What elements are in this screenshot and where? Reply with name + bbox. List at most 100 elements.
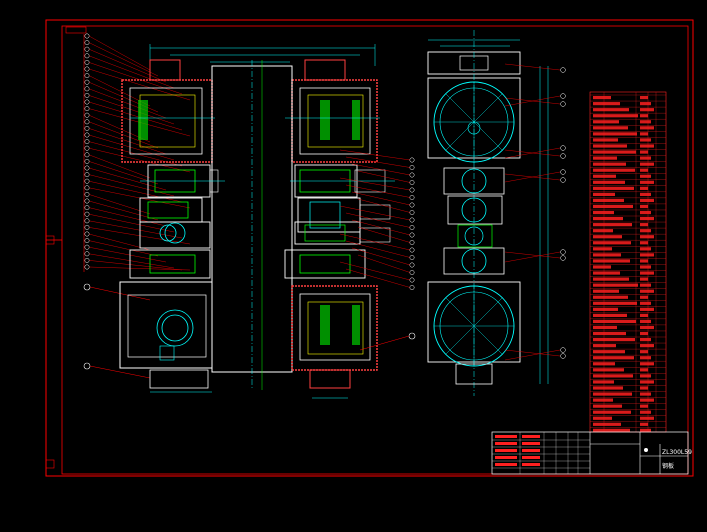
- parts-row-text: [640, 331, 648, 336]
- leader-line: [357, 226, 411, 243]
- leader-line: [345, 212, 411, 228]
- parts-row-text: [640, 313, 648, 317]
- leader-line: [339, 233, 411, 251]
- parts-row-text: [593, 325, 617, 330]
- leader-line: [88, 167, 167, 191]
- balloon: [84, 73, 90, 79]
- balloon: [84, 211, 90, 217]
- balloon: [84, 53, 90, 59]
- leader-line: [88, 121, 159, 149]
- parts-row-text: [593, 210, 614, 215]
- parts-row-text: [593, 392, 632, 396]
- parts-row-text: [593, 404, 622, 408]
- leader-line: [88, 214, 175, 233]
- leader-line: [88, 187, 191, 209]
- parts-row-text: [640, 344, 654, 348]
- leader-line: [88, 134, 175, 161]
- title-row-text: [522, 442, 540, 445]
- parts-row-text: [593, 338, 635, 342]
- balloon: [560, 255, 566, 261]
- leader-line: [89, 365, 151, 379]
- balloon: [409, 255, 415, 260]
- balloon: [409, 202, 415, 208]
- leader-line: [88, 148, 191, 173]
- parts-row-text: [593, 356, 634, 360]
- balloon: [84, 251, 90, 257]
- outer-frame: [45, 19, 694, 477]
- parts-row-text: [593, 108, 629, 112]
- parts-row-text: [593, 259, 630, 263]
- parts-row-text: [640, 265, 651, 269]
- parts-row-text: [640, 102, 651, 106]
- drawing-number: ZL300L59: [662, 449, 692, 456]
- balloon: [84, 145, 90, 151]
- parts-row-text: [593, 229, 613, 233]
- parts-row-text: [640, 380, 654, 384]
- parts-row-text: [593, 120, 619, 124]
- parts-row-text: [593, 350, 625, 354]
- title-row-text: [522, 463, 540, 466]
- balloon: [560, 347, 566, 353]
- leader-line: [88, 154, 151, 179]
- parts-row-text: [593, 283, 638, 287]
- leader-line: [88, 200, 159, 221]
- parts-row-text: [593, 344, 616, 348]
- parts-row-text: [640, 289, 654, 293]
- title-row-text: [495, 449, 517, 452]
- leader-line: [351, 247, 411, 266]
- leader-line: [504, 173, 561, 181]
- balloon: [409, 247, 415, 253]
- leader-line: [339, 177, 411, 191]
- parts-row-text: [640, 126, 654, 130]
- frame-marker-left: [45, 235, 55, 245]
- parts-row-text: [640, 210, 651, 215]
- balloon: [409, 210, 415, 215]
- parts-row-text: [640, 338, 651, 342]
- leader-line: [88, 174, 175, 197]
- parts-row-text: [640, 96, 648, 100]
- leader-line: [88, 220, 183, 239]
- balloon: [409, 187, 415, 193]
- parts-row-text: [640, 350, 648, 354]
- balloon: [84, 191, 90, 197]
- parts-row-text: [640, 271, 654, 275]
- parts-row-text: [640, 144, 654, 148]
- balloon-column-middle: [339, 149, 416, 351]
- leader-line: [504, 349, 561, 361]
- balloon: [560, 177, 566, 183]
- parts-row-text: [593, 368, 624, 372]
- parts-row-text: [593, 410, 631, 414]
- parts-row-text: [640, 180, 654, 184]
- balloon: [560, 153, 566, 159]
- parts-row-text: [593, 398, 613, 402]
- parts-row-text: [593, 289, 619, 293]
- balloon: [560, 93, 566, 99]
- leader-line: [88, 194, 151, 215]
- leader-line: [88, 253, 175, 269]
- parts-row-text: [593, 247, 612, 251]
- parts-row-text: [640, 283, 651, 287]
- balloon: [84, 112, 90, 118]
- balloon: [409, 270, 415, 275]
- leader-line: [88, 55, 175, 89]
- leader-line: [88, 266, 191, 271]
- leader-line: [88, 161, 159, 185]
- leader-line: [88, 88, 167, 119]
- leader-line: [351, 163, 411, 176]
- leader-line: [351, 219, 411, 236]
- leader-line: [88, 128, 167, 155]
- balloon: [560, 101, 566, 107]
- parts-row-text: [593, 295, 628, 299]
- parts-row-text: [640, 325, 654, 330]
- parts-row-text: [593, 331, 626, 336]
- leader-line: [339, 149, 411, 161]
- parts-row-text: [593, 150, 636, 154]
- balloon: [84, 257, 90, 263]
- parts-row-text: [640, 223, 648, 227]
- parts-row-text: [593, 307, 618, 311]
- leader-line: [88, 68, 191, 101]
- balloon: [409, 180, 415, 185]
- leader-line: [88, 207, 167, 227]
- leader-line: [504, 251, 561, 263]
